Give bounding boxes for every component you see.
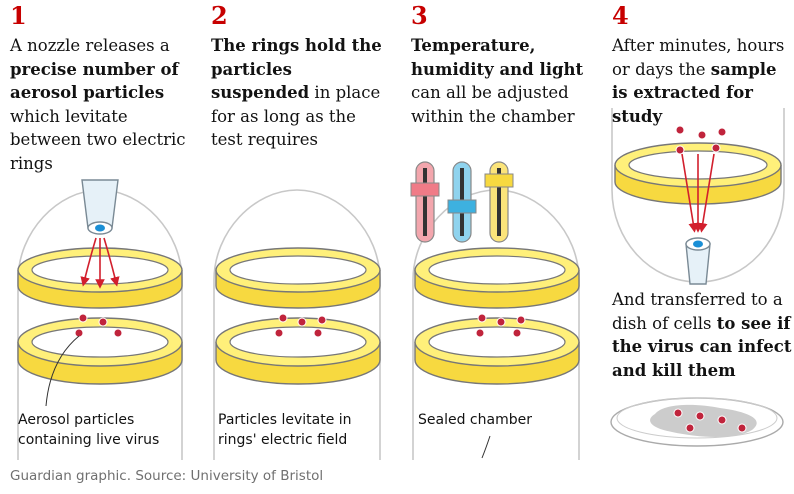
caption-pointer-3: [481, 435, 491, 459]
bold-text: to see if the virus can infect and kill …: [612, 313, 792, 380]
extraction-arrows: [681, 153, 715, 233]
bold-text: Temperature, humidity and light: [411, 36, 584, 79]
caption-aerosol-particles: Aerosol particles containing live virus: [18, 412, 160, 448]
top-ring-3: [414, 247, 580, 309]
particles-4-ring: [675, 143, 721, 155]
text: in place for as long as the test require…: [211, 83, 381, 149]
text: And transferred to a dish of cells: [612, 290, 783, 333]
bottom-ring-1: [17, 317, 183, 385]
bold-text: The rings hold the particles suspended: [211, 36, 382, 102]
nozzle-1: [81, 179, 119, 235]
step-description-1: A nozzle releases a precise number of ae…: [10, 34, 190, 175]
caption-sealed-chamber: Sealed chamber: [418, 412, 532, 428]
source-credit: Guardian graphic. Source: University of …: [10, 468, 324, 484]
nozzle-dot-1: [95, 224, 105, 232]
caption-particles-levitate: Particles levitate in rings' electric fi…: [218, 412, 352, 448]
petri-dish: [610, 397, 784, 447]
text: After minutes, hours or days the: [612, 36, 785, 79]
step-number-3: 3: [411, 1, 428, 30]
text: which levitate between two electric ring…: [10, 106, 186, 173]
slider-yellow: [484, 161, 514, 243]
bottom-ring-3: [414, 317, 580, 385]
particles-2: [274, 313, 327, 338]
text: can all be adjusted within the chamber: [411, 83, 575, 126]
slider-red: [410, 161, 440, 243]
bottom-ring-2: [215, 317, 381, 385]
step-number-4: 4: [612, 1, 629, 30]
step-description-4: After minutes, hours or days the sample …: [612, 34, 792, 128]
extraction-nozzle: [685, 237, 711, 285]
step-number-2: 2: [211, 1, 228, 30]
text: A nozzle releases a: [10, 36, 170, 55]
particle-arrows-1: [80, 237, 120, 289]
bold-text: sample is extracted for study: [612, 59, 777, 126]
step-description-2: The rings hold the particles suspended i…: [211, 34, 391, 152]
step-description-3: Temperature, humidity and light can all …: [411, 34, 591, 128]
bold-text: precise number of aerosol particles: [10, 59, 179, 103]
step-number-1: 1: [10, 1, 27, 30]
top-ring-2: [215, 247, 381, 309]
slider-blue: [447, 161, 477, 243]
particles-3: [475, 313, 526, 338]
step-4-followup: And transferred to a dish of cells to se…: [612, 288, 792, 382]
caption-pointer-1: [45, 335, 80, 407]
chamber-2: [213, 189, 381, 460]
particles-4-above: [675, 125, 727, 140]
particles-1: [74, 313, 123, 338]
